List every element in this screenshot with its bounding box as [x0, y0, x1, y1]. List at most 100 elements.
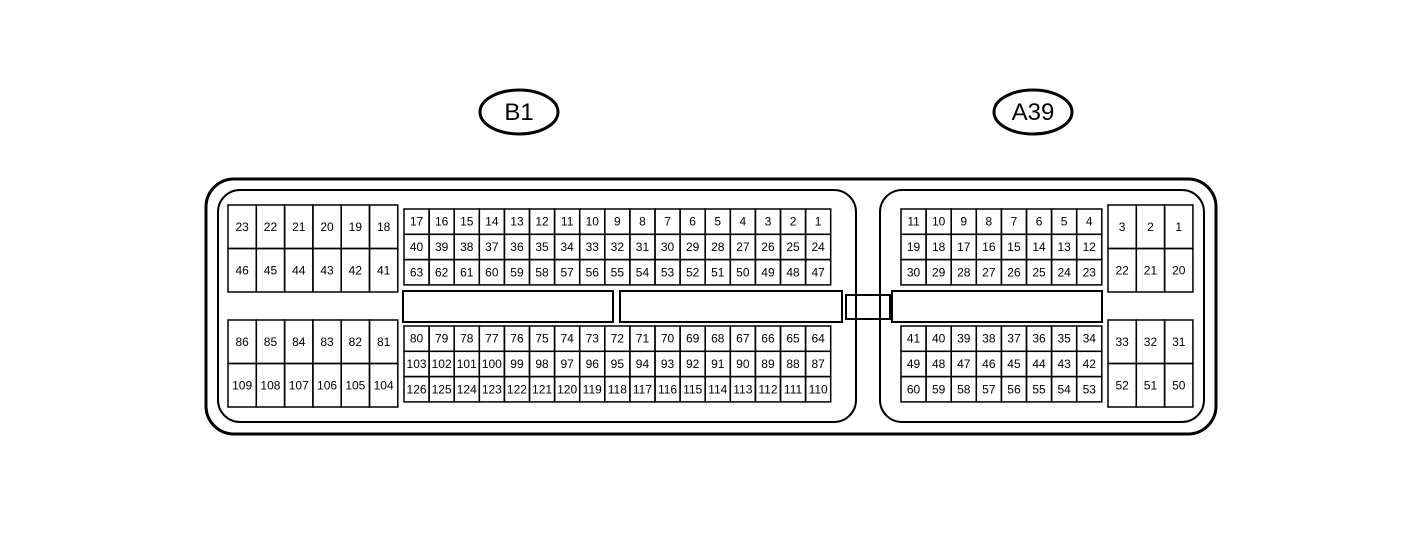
pin-number: 29: [932, 265, 946, 279]
pin-number: 69: [686, 332, 700, 346]
pin-number: 45: [264, 263, 278, 277]
pin-number: 11: [907, 215, 920, 229]
pin-number: 41: [907, 332, 921, 346]
pin-number: 95: [611, 357, 625, 371]
pin-number: 98: [535, 357, 549, 371]
connector-label-b1: B1: [504, 99, 533, 126]
pin-number: 62: [435, 265, 449, 279]
pin-number: 28: [711, 240, 725, 254]
pin-number: 116: [658, 382, 677, 396]
pin-number: 97: [560, 357, 574, 371]
pin-number: 28: [957, 265, 971, 279]
pin-number: 37: [485, 240, 499, 254]
pin-number: 4: [1086, 215, 1093, 229]
pin-number: 112: [758, 382, 777, 396]
pin-number: 16: [982, 240, 996, 254]
pin-number: 113: [733, 382, 752, 396]
pin-number: 46: [235, 263, 249, 277]
pin-number: 59: [932, 382, 946, 396]
pin-number: 12: [535, 215, 549, 229]
pin-number: 20: [1172, 263, 1186, 277]
pin-number: 109: [232, 378, 252, 392]
pin-number: 39: [435, 240, 449, 254]
pin-number: 124: [457, 382, 477, 396]
pin-number: 25: [786, 240, 800, 254]
pin-number: 81: [377, 335, 391, 349]
pin-number: 35: [1057, 332, 1071, 346]
pin-number: 7: [1011, 215, 1018, 229]
pin-number: 90: [736, 357, 750, 371]
pin-number: 2: [790, 215, 797, 229]
pin-number: 80: [410, 332, 424, 346]
pin-number: 77: [485, 332, 499, 346]
pin-number: 65: [786, 332, 800, 346]
b1-lock-slot-right: [619, 290, 843, 323]
pin-number: 119: [583, 382, 602, 396]
pin-number: 23: [235, 220, 249, 234]
pin-number: 3: [1119, 220, 1126, 234]
a39-lock-slot: [891, 290, 1103, 323]
pin-number: 1: [815, 215, 822, 229]
pin-number: 17: [410, 215, 424, 229]
pin-number: 88: [786, 357, 800, 371]
pin-number: 9: [960, 215, 967, 229]
pin-number: 18: [377, 220, 391, 234]
pin-number: 15: [460, 215, 474, 229]
pin-number: 96: [586, 357, 600, 371]
pin-number: 68: [711, 332, 725, 346]
b1-housing: [217, 189, 857, 423]
pin-number: 56: [586, 265, 600, 279]
pin-number: 1: [1175, 220, 1182, 234]
pin-number: 54: [636, 265, 650, 279]
pin-number: 47: [957, 357, 971, 371]
pin-number: 34: [1083, 332, 1097, 346]
pin-number: 56: [1007, 382, 1021, 396]
pin-number: 17: [957, 240, 971, 254]
pin-number: 126: [407, 382, 427, 396]
pin-number: 29: [686, 240, 700, 254]
pin-number: 26: [761, 240, 775, 254]
pin-number: 125: [432, 382, 452, 396]
pin-number: 38: [982, 332, 996, 346]
pin-number: 85: [264, 335, 278, 349]
pin-number: 114: [708, 382, 727, 396]
pin-number: 57: [982, 382, 996, 396]
pin-number: 10: [932, 215, 946, 229]
pin-cell: [368, 362, 399, 408]
pin-number: 108: [260, 378, 280, 392]
pin-number: 39: [957, 332, 971, 346]
pin-number: 92: [686, 357, 700, 371]
pin-number: 107: [289, 378, 309, 392]
pin-number: 11: [561, 215, 574, 229]
pin-number: 87: [811, 357, 825, 371]
pin-number: 100: [482, 357, 502, 371]
pin-cell: [1163, 362, 1194, 408]
pin-number: 43: [320, 263, 334, 277]
pin-number: 37: [1007, 332, 1021, 346]
pin-number: 48: [932, 357, 946, 371]
pin-number: 111: [784, 382, 803, 396]
pin-number: 117: [633, 382, 652, 396]
pin-number: 103: [407, 357, 427, 371]
pin-number: 120: [557, 382, 577, 396]
pin-number: 19: [349, 220, 363, 234]
pin-number: 32: [1144, 335, 1158, 349]
pin-number: 31: [636, 240, 650, 254]
pin-number: 20: [320, 220, 334, 234]
pin-number: 122: [507, 382, 527, 396]
pin-cell: [1163, 247, 1194, 293]
pin-number: 26: [1007, 265, 1021, 279]
connector-label-a39: A39: [1012, 99, 1055, 126]
pin-number: 94: [636, 357, 650, 371]
pin-number: 12: [1083, 240, 1097, 254]
pin-number: 58: [957, 382, 971, 396]
pin-number: 105: [345, 378, 365, 392]
pin-number: 121: [532, 382, 552, 396]
pin-number: 91: [711, 357, 725, 371]
pin-number: 21: [1144, 263, 1158, 277]
pin-number: 6: [689, 215, 696, 229]
